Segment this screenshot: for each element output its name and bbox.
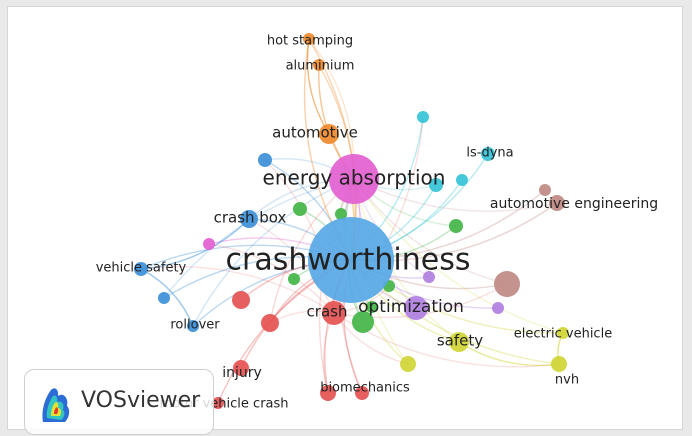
link — [208, 243, 335, 314]
nodes-layer — [134, 33, 569, 409]
link — [353, 178, 564, 334]
node-crashworthiness[interactable] — [308, 217, 394, 303]
network-node[interactable] — [417, 111, 429, 123]
node-motor-vehicle-crash[interactable] — [212, 397, 224, 409]
node-crash-box[interactable] — [240, 210, 258, 228]
node-ls-dyna[interactable] — [481, 147, 495, 161]
node-energy-absorption[interactable] — [329, 154, 379, 204]
node-electric-vehicle[interactable] — [557, 327, 569, 339]
node-vehicle-safety[interactable] — [134, 262, 148, 276]
network-node[interactable] — [355, 386, 369, 400]
node-automotive-engineering[interactable] — [549, 195, 565, 211]
label-electric-vehicle[interactable]: electric vehicle — [514, 327, 612, 342]
link — [140, 218, 250, 270]
node-biomechanics[interactable] — [320, 385, 336, 401]
node-automotive[interactable] — [319, 124, 339, 144]
node-crash[interactable] — [322, 301, 346, 325]
label-crash-box[interactable]: crash box — [214, 209, 287, 227]
network-node[interactable] — [429, 178, 443, 192]
network-node[interactable] — [494, 271, 520, 297]
label-energy-absorption[interactable]: energy absorption — [263, 166, 446, 190]
node-nvh[interactable] — [551, 356, 567, 372]
network-node[interactable] — [258, 153, 272, 167]
network-map[interactable]: crashworthiness energy absorption optimiza… — [8, 7, 684, 431]
network-node[interactable] — [232, 291, 250, 309]
network-node[interactable] — [423, 271, 435, 283]
label-automotive[interactable]: automotive — [272, 124, 358, 142]
network-node[interactable] — [492, 302, 504, 314]
label-vehicle-safety[interactable]: vehicle safety — [96, 261, 187, 276]
link — [306, 38, 330, 135]
network-node[interactable] — [456, 174, 468, 186]
node-aluminium[interactable] — [313, 59, 325, 71]
labels-layer: crashworthiness energy absorption optimiza… — [96, 34, 658, 412]
network-node[interactable] — [203, 238, 215, 250]
label-nvh[interactable]: nvh — [555, 373, 579, 388]
label-aluminium[interactable]: aluminium — [286, 59, 355, 74]
link — [192, 178, 355, 327]
node-safety[interactable] — [449, 332, 469, 352]
app-name: VOSviewer — [81, 388, 201, 413]
label-biomechanics[interactable]: biomechanics — [320, 381, 410, 396]
network-node[interactable] — [335, 208, 347, 220]
node-optimization[interactable] — [404, 296, 428, 320]
link — [248, 218, 335, 314]
vosviewer-logo: VOSviewer — [24, 369, 214, 435]
node-injury[interactable] — [233, 360, 249, 376]
label-safety[interactable]: safety — [437, 332, 483, 350]
network-node[interactable] — [400, 356, 416, 372]
label-automotive-engineering[interactable]: automotive engineering — [490, 196, 658, 212]
vosviewer-logo-icon — [42, 388, 70, 422]
link — [140, 265, 335, 314]
network-node[interactable] — [158, 292, 170, 304]
network-node[interactable] — [449, 219, 463, 233]
link — [458, 341, 560, 367]
network-node[interactable] — [539, 184, 551, 196]
label-rollover[interactable]: rollover — [170, 318, 220, 333]
network-node[interactable] — [261, 314, 279, 332]
label-optimization[interactable]: optimization — [358, 297, 464, 317]
network-node[interactable] — [293, 202, 307, 216]
label-ls-dyna[interactable]: ls-dyna — [466, 146, 513, 161]
network-map-panel[interactable]: crashworthiness energy absorption optimiza… — [7, 6, 684, 435]
network-node[interactable] — [366, 301, 378, 313]
network-node[interactable] — [352, 311, 374, 333]
network-node[interactable] — [288, 273, 300, 285]
label-injury[interactable]: injury — [222, 365, 262, 381]
link — [140, 268, 194, 327]
label-crash[interactable]: crash — [307, 303, 348, 321]
label-hot-stamping[interactable]: hot stamping — [267, 34, 353, 49]
label-crashworthiness[interactable]: crashworthiness — [226, 243, 471, 278]
node-rollover[interactable] — [187, 320, 199, 332]
node-hot-stamping[interactable] — [303, 33, 315, 45]
link — [353, 178, 558, 212]
